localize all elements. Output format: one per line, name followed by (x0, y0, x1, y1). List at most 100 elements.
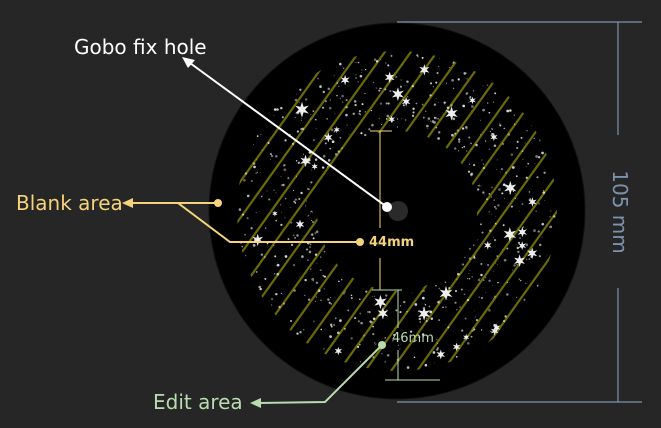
star-dot (427, 117, 431, 120)
star-icon (252, 233, 264, 247)
star-dot (273, 273, 276, 275)
star-dot (390, 54, 393, 57)
star-dot (265, 227, 267, 229)
star-dot (368, 128, 371, 131)
inner-dimension-dot (356, 238, 364, 246)
star-dot (521, 203, 524, 205)
star-dot (416, 54, 419, 57)
star-dot (431, 120, 435, 123)
star-dot (477, 188, 480, 191)
star-dot (330, 128, 334, 132)
star-dot (474, 254, 476, 256)
star-dot (306, 200, 308, 202)
star-dot (395, 75, 398, 79)
star-dot (270, 297, 274, 301)
star-dot (255, 212, 257, 213)
star-dot (264, 277, 267, 280)
star-dot (482, 166, 486, 170)
star-dot (365, 290, 368, 293)
star-icon (323, 132, 333, 143)
star-dot (400, 79, 402, 81)
star-dot (244, 172, 248, 175)
star-dot (412, 107, 415, 110)
stripe (329, 51, 558, 371)
star-dot (418, 317, 422, 321)
star-dot (480, 273, 483, 277)
star-dot (260, 133, 262, 136)
star-dot (421, 291, 423, 293)
star-dot (348, 134, 350, 136)
star-dot (515, 175, 518, 178)
star-dot (357, 320, 360, 323)
star-dot (370, 321, 373, 324)
star-icon (295, 101, 309, 118)
star-dot (304, 278, 307, 282)
star-dot (374, 343, 377, 345)
star-dot (514, 197, 517, 200)
star-dot (282, 183, 285, 187)
star-dot (435, 285, 437, 287)
star-dot (243, 178, 246, 182)
star-dot (460, 272, 462, 274)
star-dot (438, 66, 440, 67)
star-dot (337, 150, 340, 153)
star-dot (468, 278, 471, 280)
star-dot (475, 319, 479, 322)
star-dot (488, 211, 491, 213)
star-dot (468, 290, 469, 292)
star-dot (293, 264, 296, 267)
star-dot (430, 317, 434, 320)
star-dot (436, 339, 438, 341)
star-dot (341, 94, 344, 98)
star-dot (269, 159, 271, 161)
star-dot (470, 172, 474, 176)
star-dot (489, 308, 490, 310)
star-dot (350, 297, 353, 300)
star-dot (525, 166, 527, 168)
star-dot (344, 291, 346, 293)
star-dot (513, 123, 516, 125)
star-dot (286, 260, 287, 262)
star-dot (477, 239, 478, 241)
star-dot (477, 278, 481, 282)
star-dot (520, 136, 523, 139)
star-dot (276, 165, 278, 166)
star-dot (375, 60, 379, 63)
star-dot (333, 324, 336, 327)
star-dot (446, 82, 448, 84)
star-icon (490, 326, 499, 336)
star-dot (299, 88, 302, 91)
star-icon (490, 132, 498, 142)
star-dot (309, 233, 311, 235)
star-icon (295, 219, 305, 230)
star-dot (342, 66, 343, 68)
star-dot (305, 205, 307, 207)
star-dot (307, 259, 309, 262)
star-dot (359, 312, 362, 315)
star-dot (411, 292, 413, 294)
stripe (642, 0, 661, 420)
star-dot (510, 153, 514, 156)
star-dot (406, 80, 409, 83)
star-dot (468, 257, 472, 260)
star-dot (411, 114, 415, 118)
star-dot (327, 298, 330, 301)
star-dot (275, 192, 277, 194)
star-dot (448, 287, 451, 290)
star-dot (284, 255, 288, 258)
star-dot (490, 330, 492, 333)
star-dot (425, 110, 427, 113)
star-dot (479, 134, 482, 136)
star-dot (519, 210, 521, 212)
star-dot (297, 161, 301, 164)
star-dot (299, 331, 302, 334)
star-dot (466, 150, 468, 152)
star-dot (340, 129, 342, 131)
star-icon (377, 307, 389, 320)
star-dot (292, 189, 295, 192)
star-dot (319, 269, 322, 272)
star-dot (321, 272, 323, 274)
star-dot (371, 295, 373, 297)
star-dot (256, 159, 258, 161)
star-dot (506, 281, 509, 284)
